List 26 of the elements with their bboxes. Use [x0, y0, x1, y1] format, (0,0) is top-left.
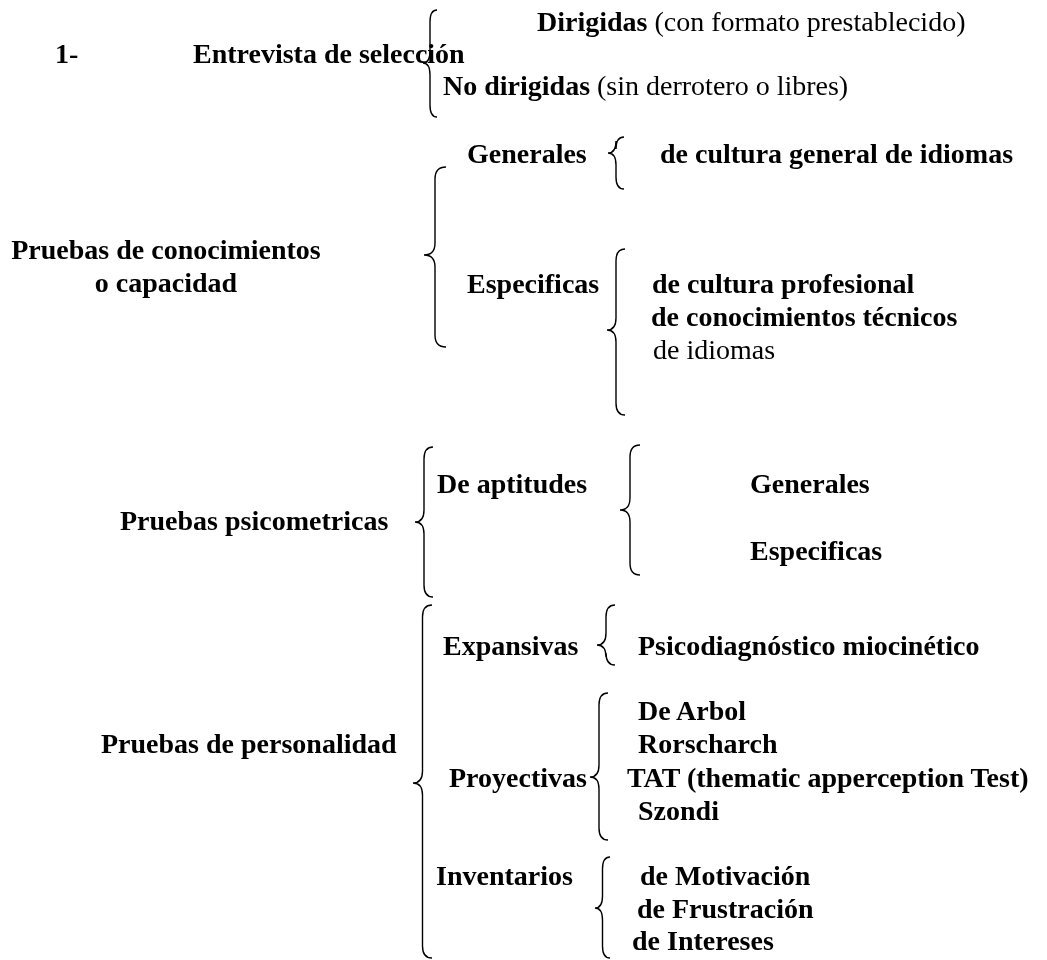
label-text: de Intereses — [632, 923, 774, 957]
label-text: Pruebas psicometricas — [120, 503, 389, 537]
label-text: No dirigidas (sin derrotero o libres) — [443, 68, 849, 102]
label-text: Dirigidas (con formato prestablecido) — [537, 4, 966, 38]
label-text: 1- — [55, 36, 79, 70]
label-text: Inventarios — [436, 858, 573, 892]
label-text: Rorscharch — [638, 726, 778, 760]
label-text: Generales — [750, 466, 870, 500]
label-text: TAT (thematic apperception Test) — [627, 760, 1029, 794]
label-text: Psicodiagnóstico miocinético — [638, 628, 980, 662]
label-text: de Frustración — [637, 891, 814, 925]
label-text: Expansivas — [443, 628, 579, 662]
label-text: de Motivación — [640, 858, 811, 892]
label-text: de cultura profesional — [652, 266, 915, 300]
label-text: de conocimientos técnicos — [651, 299, 958, 333]
label-text: Proyectivas — [449, 760, 587, 794]
label-text: de idiomas — [653, 332, 776, 366]
label-text: Pruebas de conocimientos o capacidad — [10, 233, 322, 299]
label-text: Especificas — [750, 533, 883, 567]
label-text: Especificas — [467, 266, 600, 300]
label-text: Szondi — [638, 793, 719, 827]
label-text: Generales — [467, 136, 587, 170]
label-text: de cultura general de idiomas — [660, 136, 1014, 170]
label-text: De Arbol — [638, 693, 747, 727]
label-text: Pruebas de personalidad — [101, 726, 397, 760]
label-text: De aptitudes — [437, 466, 588, 500]
